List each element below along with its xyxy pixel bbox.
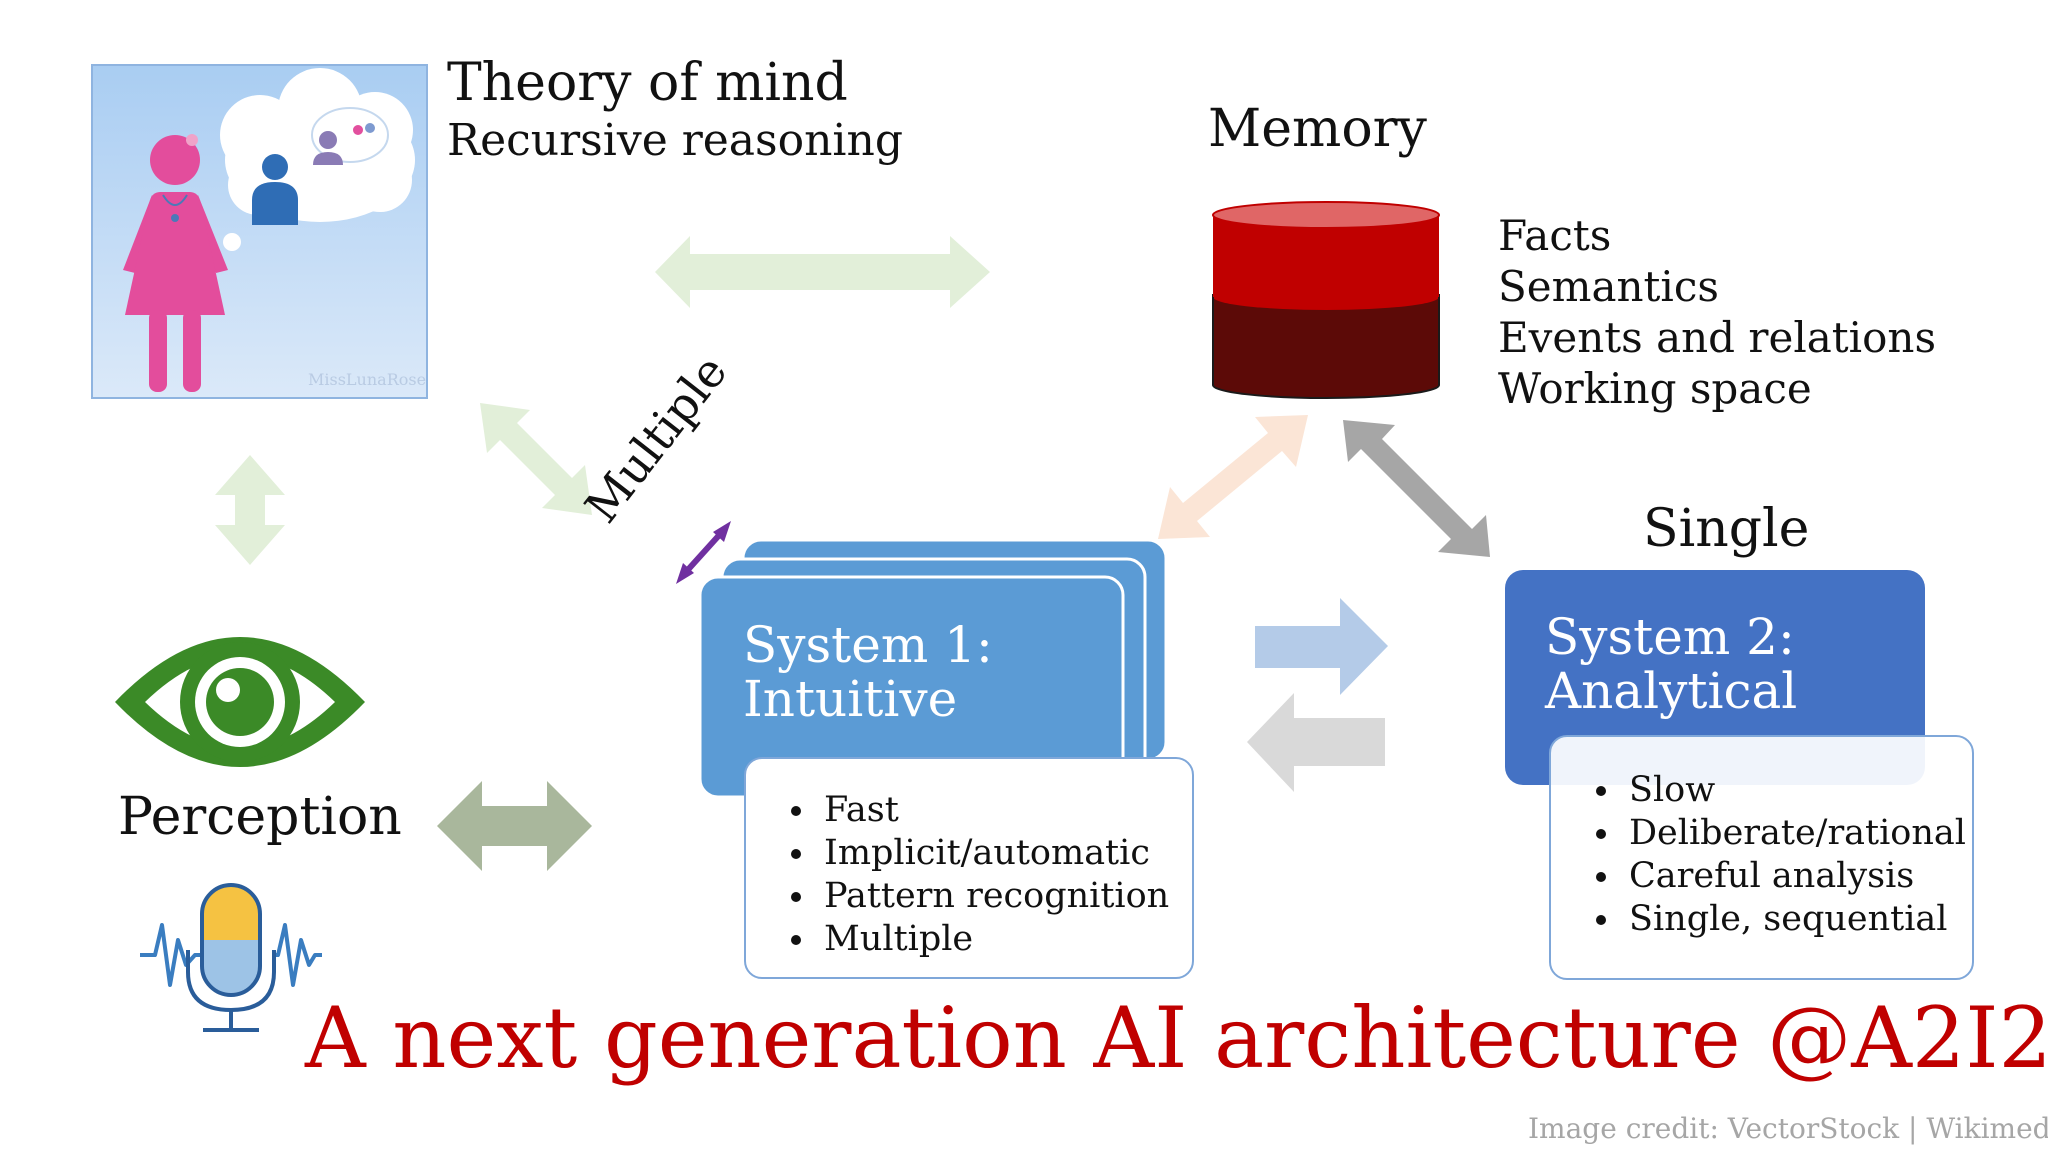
theory-of-mind-title: Theory of mind (447, 53, 848, 113)
memory-item: Facts (1498, 211, 1612, 260)
system1-bullets-box: Fast Implicit/automatic Pattern recognit… (744, 757, 1194, 979)
system2-title-line2: Analytical (1545, 662, 1798, 720)
system1-title: System 1: Intuitive (743, 618, 993, 726)
list-item: Deliberate/rational (1623, 812, 1972, 855)
list-item: Slow (1623, 769, 1972, 812)
system1-title-line2: Intuitive (743, 670, 958, 728)
theory-of-mind-image (91, 64, 428, 399)
single-label: Single (1643, 499, 1810, 559)
list-item: Pattern recognition (818, 875, 1192, 918)
perception-system1-arrow (437, 781, 592, 871)
memory-item: Semantics (1498, 262, 1719, 311)
multiple-arrow (676, 521, 731, 584)
tom-system1-arrow (480, 403, 592, 515)
system2-to-system1-arrow (1247, 693, 1385, 792)
list-item: Single, sequential (1623, 898, 1972, 941)
list-item: Multiple (818, 918, 1192, 961)
list-item: Implicit/automatic (818, 832, 1192, 875)
list-item: Fast (818, 789, 1192, 832)
system2-bullet-list: Slow Deliberate/rational Careful analysi… (1551, 769, 1972, 941)
memory-label: Memory (1208, 99, 1427, 159)
woman-figure-icon (123, 134, 228, 392)
list-item: Careful analysis (1623, 855, 1972, 898)
image-credit: Image credit: VectorStock | Wikimedia (1528, 1112, 2048, 1145)
system1-to-system2-arrow (1255, 598, 1388, 695)
memory-database-icon (1212, 201, 1440, 399)
memory-system1-arrow (1158, 415, 1308, 539)
image-watermark: MissLunaRose (308, 370, 427, 389)
memory-item: Working space (1498, 364, 1812, 413)
system2-card (1505, 570, 1925, 785)
system1-bullet-list: Fast Implicit/automatic Pattern recognit… (746, 789, 1192, 961)
microphone-icon (140, 883, 322, 1032)
slide-title: A next generation AI architecture @A2I2 (305, 989, 2048, 1087)
tom-perception-arrow (215, 455, 285, 565)
system2-bullets-box: Slow Deliberate/rational Careful analysi… (1549, 735, 1974, 980)
system1-stack (698, 538, 1168, 799)
memory-system2-arrow (1343, 420, 1490, 557)
memory-item: Events and relations (1498, 313, 1937, 362)
system1-title-line1: System 1: (743, 616, 993, 674)
system2-title: System 2: Analytical (1545, 610, 1797, 718)
theory-of-mind-subtitle: Recursive reasoning (447, 115, 904, 166)
tom-memory-arrow (655, 236, 990, 308)
eye-icon (115, 637, 365, 767)
perception-label: Perception (118, 787, 402, 847)
thought-cloud-icon (198, 68, 415, 279)
system2-title-line1: System 2: (1545, 608, 1795, 666)
memory-items-list: Facts Semantics Events and relations Wor… (1498, 210, 1936, 414)
